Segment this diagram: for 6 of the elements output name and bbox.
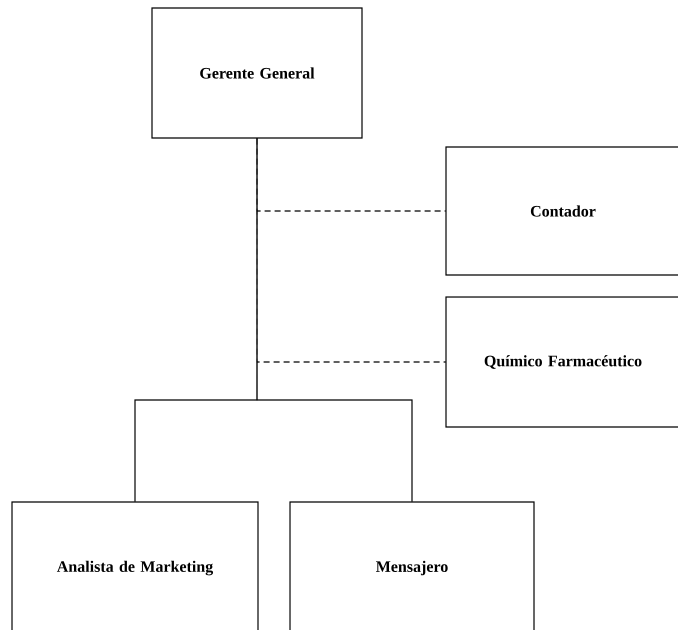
org-box: Gerente General bbox=[151, 7, 363, 139]
connector-line bbox=[256, 138, 413, 502]
org-box: Analista de Marketing bbox=[11, 501, 259, 630]
org-box: Contador bbox=[445, 146, 678, 276]
org-box: Mensajero bbox=[289, 501, 535, 630]
org-box: Químico Farmacéutico bbox=[445, 296, 678, 428]
